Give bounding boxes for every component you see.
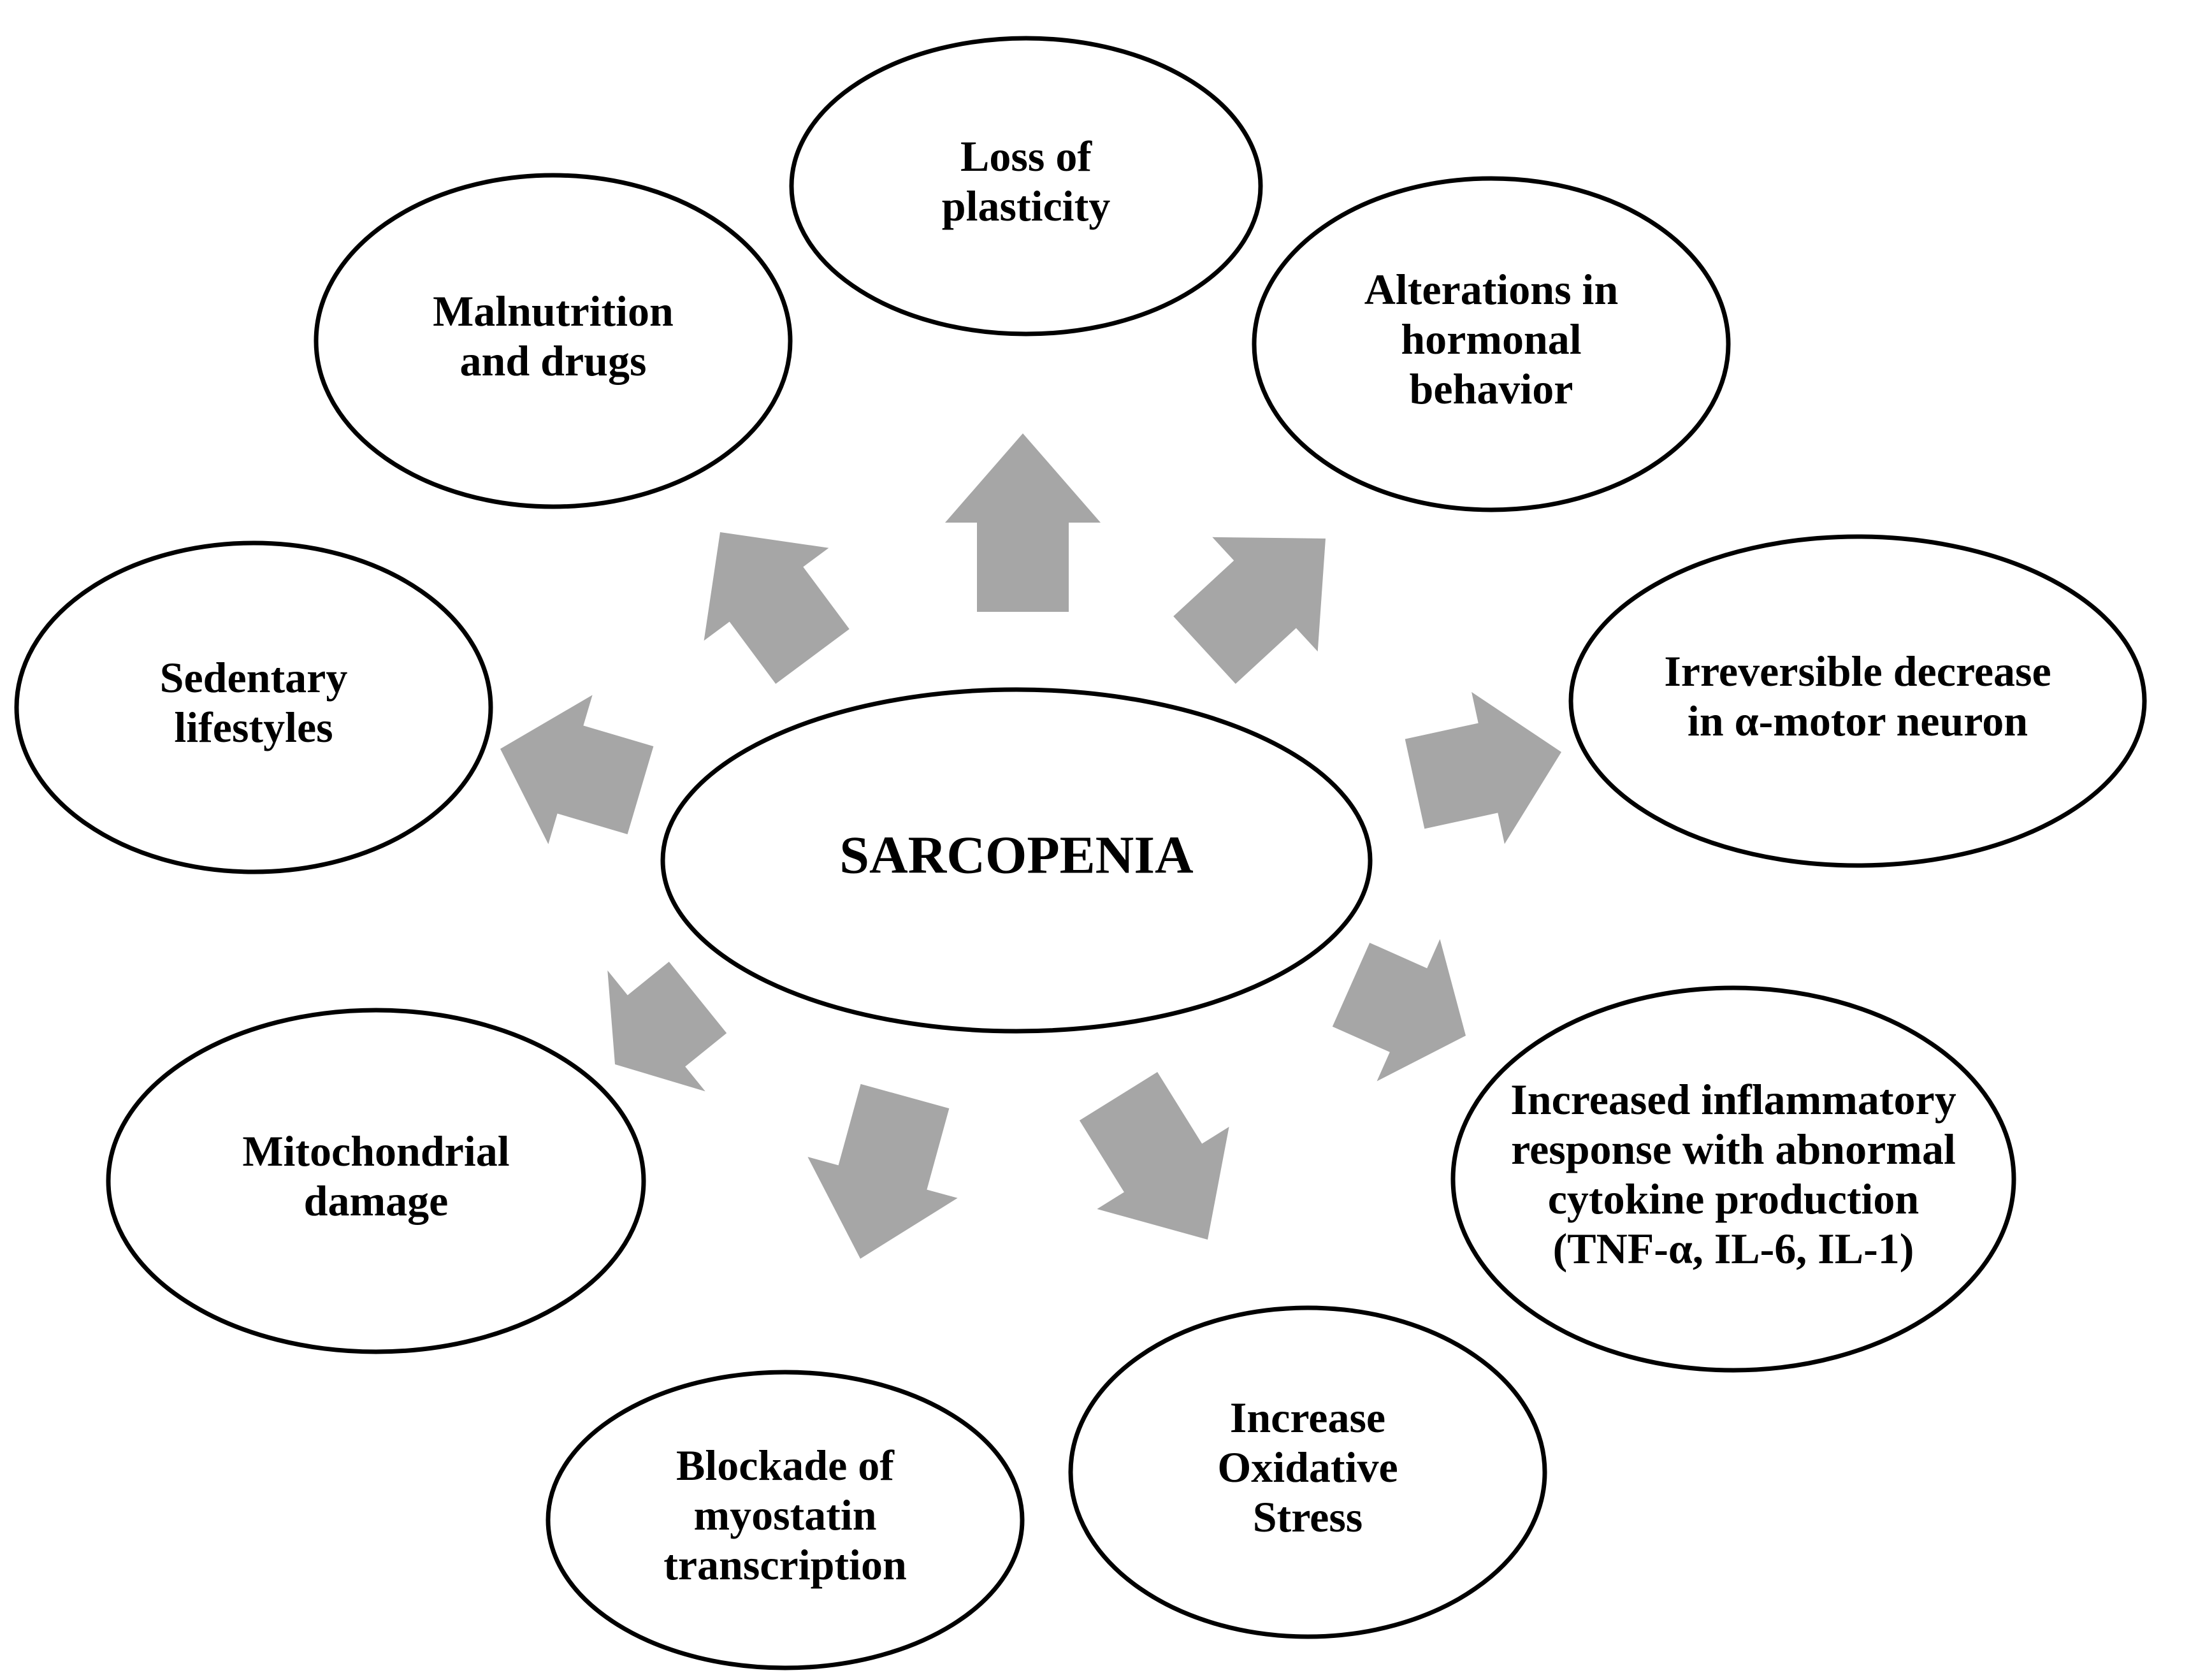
label-sedentary-lifestyles-line-1: Sedentary [160,653,348,702]
label-myostatin-line-1: Blockade of [676,1441,895,1489]
arrow-to-inflammatory-response [1332,939,1466,1082]
label-oxidative-stress-line-1: Increase [1230,1393,1385,1442]
arrow-to-motor-neuron [1405,692,1561,844]
label-motor-neuron-line-2: in α-motor neuron [1688,697,2028,745]
label-hormonal-behavior-line-1: Alterations in [1364,265,1619,314]
label-hormonal-behavior-line-2: hormonal [1401,315,1581,363]
label-sedentary-lifestyles-line-2: lifestyles [174,703,333,751]
arrow-to-hormonal-behavior [1173,537,1326,684]
label-inflammatory-response-line-1: Increased inflammatory [1510,1075,1956,1124]
arrow-to-sedentary-lifestyles [500,695,654,844]
label-myostatin-line-2: myostatin [693,1491,876,1539]
ellipse-inflammatory-response [1450,985,2016,1373]
ellipse-loss-of-plasticity [789,36,1263,337]
label-myostatin-line-3: transcription [663,1540,907,1589]
ellipse-motor-neuron [1568,534,2147,868]
ellipse-mitochondrial-damage [106,1008,646,1354]
arrow-to-oxidative-stress [1079,1072,1229,1240]
ellipse-malnutrition [314,173,793,509]
ellipse-hormonal-behavior [1252,176,1731,512]
label-inflammatory-response-line-2: response with abnormal [1511,1125,1956,1173]
label-malnutrition-line-2: and drugs [460,337,647,385]
ellipse-sedentary-lifestyles [14,540,493,874]
arrow-to-loss-of-plasticity [945,433,1101,612]
ellipse-myostatin [546,1370,1025,1670]
label-oxidative-stress-line-3: Stress [1253,1493,1363,1541]
label-oxidative-stress-line-2: Oxidative [1217,1443,1398,1491]
label-malnutrition-line-1: Malnutrition [433,287,674,335]
node-center: SARCOPENIA [660,687,1373,1034]
ellipse-center [660,687,1373,1034]
arrow-to-malnutrition [704,532,849,684]
label-inflammatory-response-line-3: cytokine production [1548,1175,1919,1223]
label-inflammatory-response-line-4: (TNF-α, IL-6, IL-1) [1553,1224,1914,1273]
label-loss-of-plasticity-line-1: Loss of [960,132,1092,180]
label-motor-neuron-line-1: Irreversible decrease [1664,647,2051,695]
label-mitochondrial-damage-line-2: damage [304,1177,449,1225]
label-hormonal-behavior-line-3: behavior [1410,365,1573,413]
ellipse-oxidative-stress [1068,1305,1547,1639]
label-loss-of-plasticity-line-2: plasticity [942,182,1110,230]
arrow-to-myostatin [807,1083,958,1259]
arrows-layer [500,433,1561,1259]
arrow-to-mitochondrial-damage [607,962,727,1092]
label-center-line-1: SARCOPENIA [839,826,1194,885]
label-mitochondrial-damage-line-1: Mitochondrial [242,1127,509,1175]
